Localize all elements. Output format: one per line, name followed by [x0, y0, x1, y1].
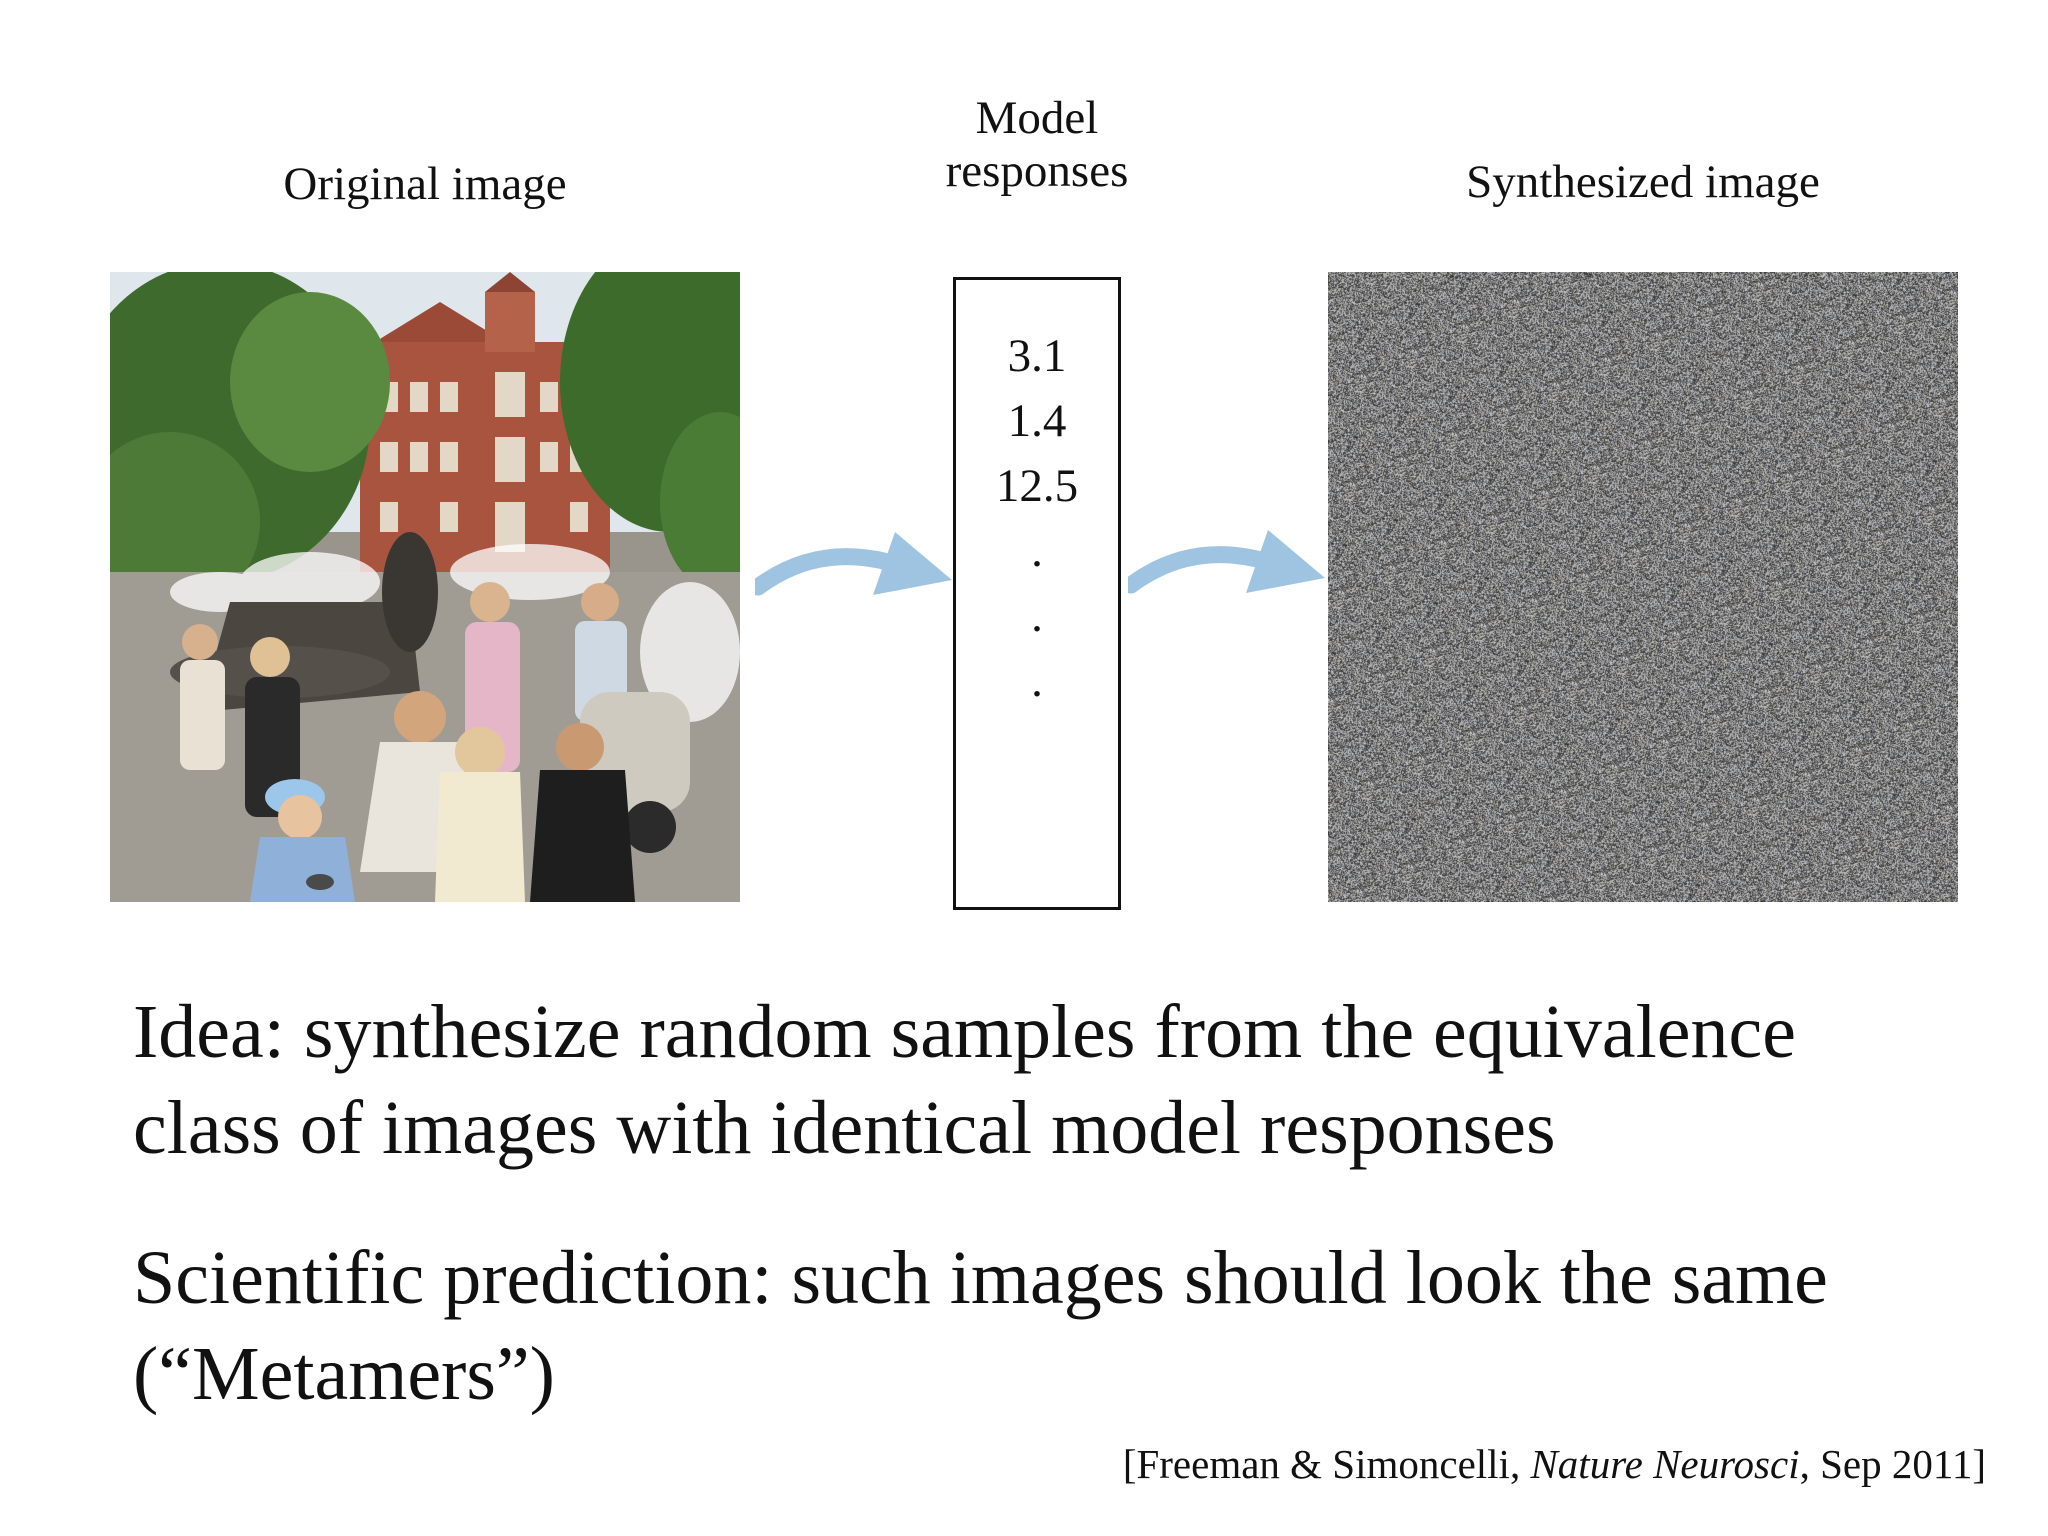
noise-texture: [1328, 272, 1958, 902]
model-responses-box: 3.1 1.4 12.5 . . .: [953, 277, 1121, 910]
prediction-line-2: (“Metamers”): [133, 1332, 555, 1416]
idea-line-2: class of images with identical model res…: [133, 1086, 1556, 1170]
response-ellipsis-dot: .: [1031, 655, 1043, 707]
response-value: 1.4: [1007, 395, 1067, 447]
original-image-label: Original image: [283, 158, 567, 210]
response-ellipsis-dot: .: [1031, 525, 1043, 577]
model-label-line1: Model: [975, 92, 1099, 144]
citation-authors: [Freeman & Simoncelli,: [1122, 1441, 1531, 1487]
synthesized-image-label: Synthesized image: [1466, 156, 1820, 208]
arrow-to-responses: [755, 532, 952, 596]
citation-date: , Sep 2011]: [1799, 1441, 1986, 1487]
model-label-line2: responses: [945, 144, 1129, 197]
original-photo: [110, 272, 740, 902]
response-value: 3.1: [1007, 330, 1067, 382]
citation-journal: Nature Neurosci: [1530, 1441, 1800, 1487]
arrow-to-synthesized: [1128, 530, 1325, 594]
response-ellipsis-dot: .: [1031, 590, 1043, 642]
response-values: 3.1 1.4 12.5 . . .: [956, 324, 1118, 714]
citation: [Freeman & Simoncelli, Nature Neurosci, …: [1123, 1440, 1986, 1488]
model-responses-label: Model responses: [887, 92, 1187, 197]
idea-line-1: Idea: synthesize random samples from the…: [133, 990, 1796, 1074]
prediction-line-1: Scientific prediction: such images shoul…: [133, 1236, 1828, 1320]
synthesized-image: [1328, 272, 1958, 902]
response-value: 12.5: [995, 460, 1079, 512]
